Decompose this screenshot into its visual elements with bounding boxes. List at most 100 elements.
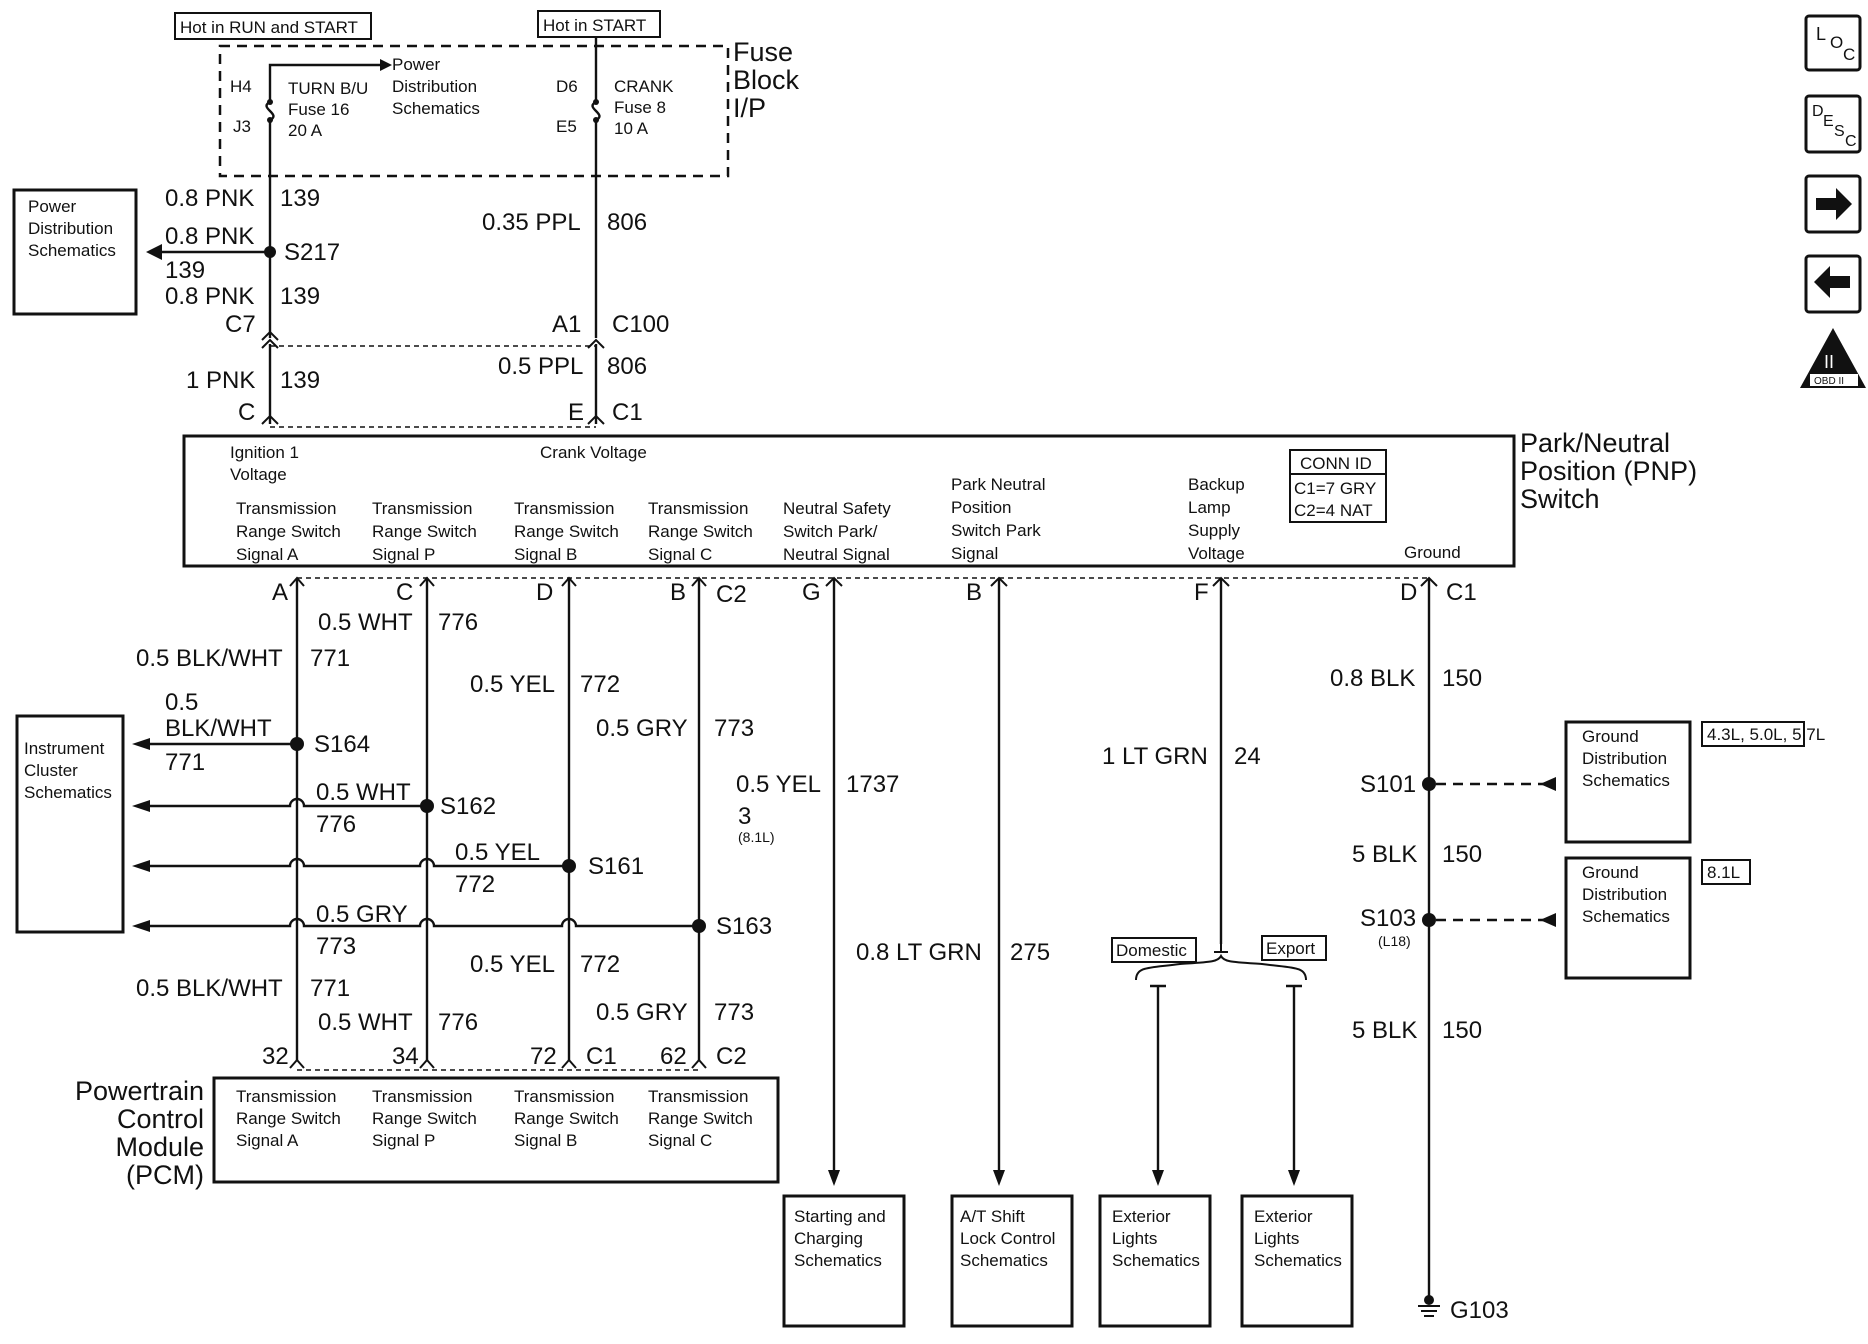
svg-text:Position (PNP): Position (PNP) xyxy=(1520,456,1697,486)
svg-text:Ground: Ground xyxy=(1582,727,1639,746)
engine-tag-2: 8.1L xyxy=(1701,859,1751,885)
wire-label: 1737 xyxy=(846,771,899,798)
pcm-trs-c-label: Transmission Range Switch Signal C xyxy=(648,1087,753,1150)
crank-fuse-label: CRANK Fuse 8 10 A xyxy=(614,77,674,138)
svg-text:Schematics: Schematics xyxy=(392,99,480,118)
svg-text:Fuse 16: Fuse 16 xyxy=(288,100,349,119)
wire-label: 150 xyxy=(1442,841,1482,868)
svg-text:Module: Module xyxy=(115,1132,204,1162)
wire-label: 0.35 PPL xyxy=(482,209,581,236)
svg-text:Lights: Lights xyxy=(1254,1229,1299,1248)
wire-label: 0.5 xyxy=(165,689,198,716)
pnp-backup-label: Backup Lamp Supply Voltage xyxy=(1188,475,1245,563)
pcm-trs-p-label: Transmission Range Switch Signal P xyxy=(372,1087,477,1150)
svg-text:Distribution: Distribution xyxy=(1582,749,1667,768)
connector-label: C100 xyxy=(612,311,669,338)
svg-text:Switch Park/: Switch Park/ xyxy=(783,522,878,541)
svg-text:Neutral Signal: Neutral Signal xyxy=(783,545,890,564)
option-brace xyxy=(1135,953,1307,981)
pnp-trs-b-label: Transmission Range Switch Signal B xyxy=(514,499,619,564)
wire-label: 772 xyxy=(455,871,495,898)
fuse-block-label: Fuse Block I/P xyxy=(733,37,800,123)
loc-button[interactable]: L O C xyxy=(1804,14,1862,72)
exterior-lights-box-1: Exterior Lights Schematics xyxy=(1098,1194,1212,1328)
svg-text:I/P: I/P xyxy=(733,93,766,123)
wire-label: 1 LT GRN xyxy=(1102,743,1208,770)
svg-text:Ignition 1: Ignition 1 xyxy=(230,443,299,462)
svg-text:Schematics: Schematics xyxy=(1582,907,1670,926)
pnp-trs-p-label: Transmission Range Switch Signal P xyxy=(372,499,477,564)
svg-text:L: L xyxy=(1816,24,1826,44)
svg-text:Exterior: Exterior xyxy=(1112,1207,1171,1226)
wire-label: 0.5 WHT xyxy=(318,609,413,636)
wire-label: 776 xyxy=(438,1009,478,1036)
engine-tag-1: 4.3L, 5.0L, 5.7L xyxy=(1701,721,1825,747)
prev-arrow-button[interactable] xyxy=(1804,254,1862,314)
svg-text:Signal A: Signal A xyxy=(236,1131,299,1150)
desc-button[interactable]: D E S C xyxy=(1804,94,1862,154)
wire-label: 772 xyxy=(580,671,620,698)
svg-text:Signal C: Signal C xyxy=(648,545,712,564)
svg-text:E: E xyxy=(1823,113,1834,130)
svg-text:Lock Control: Lock Control xyxy=(960,1229,1055,1248)
svg-text:Starting and: Starting and xyxy=(794,1207,886,1226)
wire-label: 5 BLK xyxy=(1352,1017,1417,1044)
wire-label: 0.5 GRY xyxy=(316,901,408,928)
svg-text:Powertrain: Powertrain xyxy=(75,1076,204,1106)
wire-label: 0.8 PNK xyxy=(165,223,254,250)
svg-text:A/T Shift: A/T Shift xyxy=(960,1207,1025,1226)
svg-text:D: D xyxy=(1812,103,1824,120)
svg-text:CRANK: CRANK xyxy=(614,77,674,96)
wire-label: 139 xyxy=(165,257,205,284)
svg-text:(PCM): (PCM) xyxy=(126,1160,204,1190)
wire-label: 776 xyxy=(316,811,356,838)
svg-text:62: 62 xyxy=(660,1043,687,1070)
svg-text:Schematics: Schematics xyxy=(794,1251,882,1270)
splice-label: S161 xyxy=(588,853,644,880)
svg-text:Range Switch: Range Switch xyxy=(372,522,477,541)
power-distribution-box: Power Distribution Schematics xyxy=(12,188,138,316)
svg-text:Power: Power xyxy=(28,197,77,216)
left-arrow-icon xyxy=(1814,266,1850,298)
wire-label: 3 xyxy=(738,803,751,830)
splice-label: S217 xyxy=(284,239,340,266)
export-tag: Export xyxy=(1261,935,1327,961)
svg-text:Range Switch: Range Switch xyxy=(514,522,619,541)
svg-text:C2: C2 xyxy=(716,1043,747,1070)
svg-text:Schematics: Schematics xyxy=(28,241,116,260)
splice-label: S101 xyxy=(1360,771,1416,798)
wire-label: 150 xyxy=(1442,1017,1482,1044)
fuse-8-symbol xyxy=(591,36,601,136)
at-shift-lock-box: A/T Shift Lock Control Schematics xyxy=(950,1194,1074,1328)
svg-text:Signal A: Signal A xyxy=(236,545,299,564)
wire-label: 0.5 YEL xyxy=(455,839,540,866)
splice-label: S163 xyxy=(716,913,772,940)
svg-text:Range Switch: Range Switch xyxy=(236,522,341,541)
wire-label: 1 PNK xyxy=(186,367,255,394)
branch-776 xyxy=(132,797,434,813)
ground-dist-box-1: Ground Distribution Schematics xyxy=(1564,720,1692,844)
svg-text:Lights: Lights xyxy=(1112,1229,1157,1248)
pin-label: A1 xyxy=(552,311,581,338)
wire-label: BLK/WHT xyxy=(165,715,272,742)
wire-label: 0.5 YEL xyxy=(736,771,821,798)
wire-label: 773 xyxy=(316,933,356,960)
pcm-box xyxy=(212,1076,780,1184)
svg-text:Signal P: Signal P xyxy=(372,1131,435,1150)
wire-label: 0.8 LT GRN xyxy=(856,939,982,966)
svg-text:Range Switch: Range Switch xyxy=(372,1109,477,1128)
svg-text:Park Neutral: Park Neutral xyxy=(951,475,1045,494)
svg-text:B: B xyxy=(670,579,686,606)
svg-text:Signal C: Signal C xyxy=(648,1131,712,1150)
svg-text:Hot in START: Hot in START xyxy=(543,16,646,35)
exterior-lights-box-2: Exterior Lights Schematics xyxy=(1240,1194,1354,1328)
next-arrow-button[interactable] xyxy=(1804,174,1862,234)
wire-label: (8.1L) xyxy=(738,829,775,845)
wire-label: 150 xyxy=(1442,665,1482,692)
wire-label: 771 xyxy=(165,749,205,776)
splice-s103 xyxy=(1422,913,1436,927)
obd2-button[interactable]: II OBD II xyxy=(1800,328,1866,388)
svg-text:Range Switch: Range Switch xyxy=(236,1109,341,1128)
pcm-pin-row: 32 34 72 C1 62 C2 xyxy=(262,1043,747,1070)
pin-j3: J3 xyxy=(233,117,251,136)
